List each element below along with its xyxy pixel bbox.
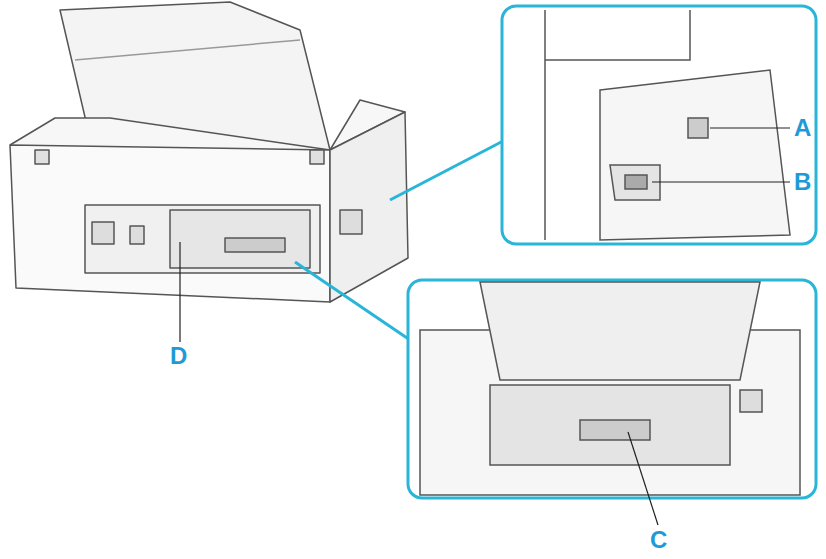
paper-support-fold bbox=[75, 40, 300, 60]
leader-line bbox=[710, 127, 790, 128]
leader-lines bbox=[180, 128, 790, 525]
side-port bbox=[340, 210, 362, 234]
inset-cover-handle bbox=[580, 420, 650, 440]
leader-line bbox=[652, 181, 790, 182]
rear-face bbox=[10, 145, 330, 302]
power-pins bbox=[625, 175, 647, 189]
inset-cover bbox=[490, 385, 730, 465]
rear-cover bbox=[170, 210, 310, 268]
inset-port bbox=[740, 390, 762, 412]
leader-line bbox=[179, 242, 180, 342]
leader-line bbox=[628, 432, 658, 525]
callout-letter: D bbox=[170, 344, 187, 368]
callout-letter: B bbox=[794, 170, 811, 194]
port-left bbox=[92, 222, 114, 244]
rear-panel bbox=[85, 205, 320, 273]
inset-frame bbox=[408, 280, 816, 498]
printer-body bbox=[10, 2, 408, 302]
zoom-insets bbox=[295, 6, 816, 498]
usb-port bbox=[688, 118, 708, 138]
inset-top-art bbox=[545, 10, 790, 240]
side-face bbox=[330, 112, 408, 302]
inset-side bbox=[600, 70, 790, 240]
callout-letter: A bbox=[794, 116, 811, 140]
callout-letter: C bbox=[650, 528, 667, 552]
port-mid bbox=[130, 226, 144, 244]
cover-slot bbox=[225, 238, 285, 252]
foot-right bbox=[310, 150, 324, 164]
inset-frame bbox=[502, 6, 816, 244]
foot-left bbox=[35, 150, 49, 164]
zoom-line bbox=[390, 140, 505, 200]
zoom-line bbox=[295, 262, 410, 340]
inset-paper bbox=[480, 282, 760, 380]
inset-bottom-art bbox=[420, 282, 800, 495]
